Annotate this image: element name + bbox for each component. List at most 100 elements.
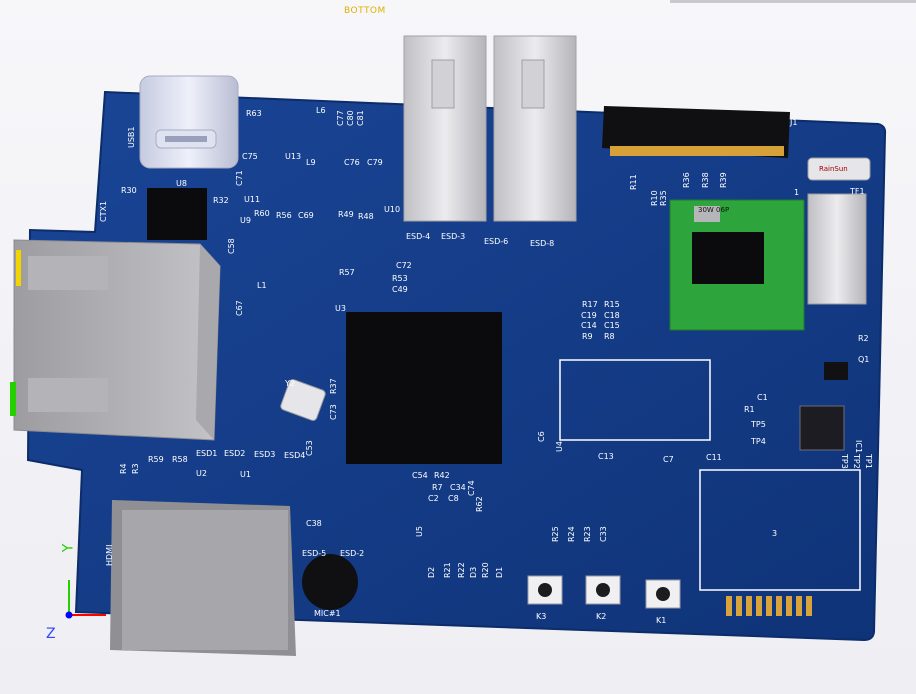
tactile-buttons xyxy=(527,575,681,609)
label-hdmi: HDMI xyxy=(105,544,114,566)
label-c34: C34 xyxy=(450,483,466,492)
label-esd-3: ESD-3 xyxy=(441,232,466,241)
label-r39: R39 xyxy=(719,172,728,188)
label-c11: C11 xyxy=(706,453,722,462)
label-d2: D2 xyxy=(427,566,436,578)
label-c13: C13 xyxy=(598,452,614,461)
label-c53: C53 xyxy=(305,440,314,456)
u3-soc-chip xyxy=(346,312,502,464)
label-c58: C58 xyxy=(227,238,236,254)
label-k3: K3 xyxy=(536,612,547,621)
label-c77: C77 xyxy=(336,110,345,126)
label-r15: R15 xyxy=(604,300,620,309)
label-c54: C54 xyxy=(412,471,428,480)
label-d1: D1 xyxy=(495,566,504,578)
label-r10: R10 xyxy=(650,190,659,206)
label-u9: U9 xyxy=(240,216,251,225)
label-r32: R32 xyxy=(213,196,229,205)
label-c49: C49 xyxy=(392,285,408,294)
label-c74: C74 xyxy=(467,480,476,496)
label-r17: R17 xyxy=(582,300,598,309)
label-y2: Y2 xyxy=(285,379,295,388)
label-c7: C7 xyxy=(663,455,674,464)
label-ic1: IC1 xyxy=(854,440,863,454)
ic1-chip xyxy=(799,405,845,451)
label-rainsun: RainSun xyxy=(819,165,848,173)
label-c1: C1 xyxy=(757,393,768,402)
hdmi-connector xyxy=(110,500,296,656)
label-c75: C75 xyxy=(242,152,258,161)
label-r37: R37 xyxy=(329,378,338,394)
label-esd4: ESD4 xyxy=(284,451,306,460)
label-k1: K1 xyxy=(656,616,667,625)
label-u13: U13 xyxy=(285,152,302,161)
label-tp2: TP2 xyxy=(852,454,861,469)
u8-chip xyxy=(147,188,207,240)
label-c80: C80 xyxy=(346,110,355,126)
microphone xyxy=(302,554,358,610)
label-q1: Q1 xyxy=(858,355,870,364)
usb-a-connector-left xyxy=(403,35,487,222)
label-u8: U8 xyxy=(176,179,187,188)
label-esd1: ESD1 xyxy=(196,449,218,458)
viewport-frame-edge xyxy=(670,0,916,3)
label-r11: R11 xyxy=(629,174,638,190)
label-r49: R49 xyxy=(338,210,354,219)
label-ctx1: CTX1 xyxy=(99,200,108,222)
label-r21: R21 xyxy=(443,562,452,578)
label-tp3: TP3 xyxy=(840,454,849,469)
label-r57: R57 xyxy=(339,268,355,277)
label-esd-2: ESD-2 xyxy=(340,549,365,558)
label-r56: R56 xyxy=(276,211,292,220)
label-r23: R23 xyxy=(583,526,592,542)
label-u11: U11 xyxy=(244,195,261,204)
rainsun-crystal xyxy=(807,157,871,181)
label-r63: R63 xyxy=(246,109,262,118)
label-r58: R58 xyxy=(172,455,188,464)
label-l1: L1 xyxy=(257,281,267,290)
label-c19: C19 xyxy=(581,311,597,320)
label-esd2: ESD2 xyxy=(224,449,246,458)
label-r24: R24 xyxy=(567,526,576,542)
label-j1: J1 xyxy=(790,118,798,127)
label-c2: C2 xyxy=(428,494,439,503)
label-r36: R36 xyxy=(682,172,691,188)
layer-label-bottom: BOTTOM xyxy=(344,6,386,16)
label-tp1: TP1 xyxy=(864,454,873,469)
label-l6: L6 xyxy=(316,106,326,115)
label-c18: C18 xyxy=(604,311,620,320)
label-c79: C79 xyxy=(367,158,383,167)
label-module-text: 30W 06P xyxy=(698,206,730,214)
label-c73: C73 xyxy=(329,404,338,420)
label-tf1: TF1 xyxy=(850,187,865,196)
label-u10: U10 xyxy=(384,205,401,214)
axis-gizmo xyxy=(65,580,106,619)
label-r62: R62 xyxy=(475,496,484,512)
label-esd-4: ESD-4 xyxy=(406,232,431,241)
q1-transistor xyxy=(824,362,848,380)
usb-c-connector xyxy=(139,75,239,169)
label-l9: L9 xyxy=(306,158,316,167)
label-mic: MIC#1 xyxy=(314,609,341,618)
label-c14: C14 xyxy=(581,321,597,330)
label-esd3: ESD3 xyxy=(254,450,276,459)
label-r9: R9 xyxy=(582,332,593,341)
green-module xyxy=(669,199,805,331)
label-r8: R8 xyxy=(604,332,615,341)
label-c67: C67 xyxy=(235,300,244,316)
label-c6: C6 xyxy=(537,431,546,442)
label-esd5: ESD-5 xyxy=(302,549,327,558)
usb-a-connector-right xyxy=(493,35,577,222)
label-r4: R4 xyxy=(119,463,128,474)
label-u2: U2 xyxy=(196,469,207,478)
label-tp5: TP5 xyxy=(751,420,766,429)
y2-crystal xyxy=(280,379,326,421)
label-r22: R22 xyxy=(457,562,466,578)
label-1: 1 xyxy=(794,188,800,197)
label-r35: R35 xyxy=(659,190,668,206)
label-r25: R25 xyxy=(551,526,560,542)
label-c33: C33 xyxy=(599,526,608,542)
label-c69: C69 xyxy=(298,211,314,220)
